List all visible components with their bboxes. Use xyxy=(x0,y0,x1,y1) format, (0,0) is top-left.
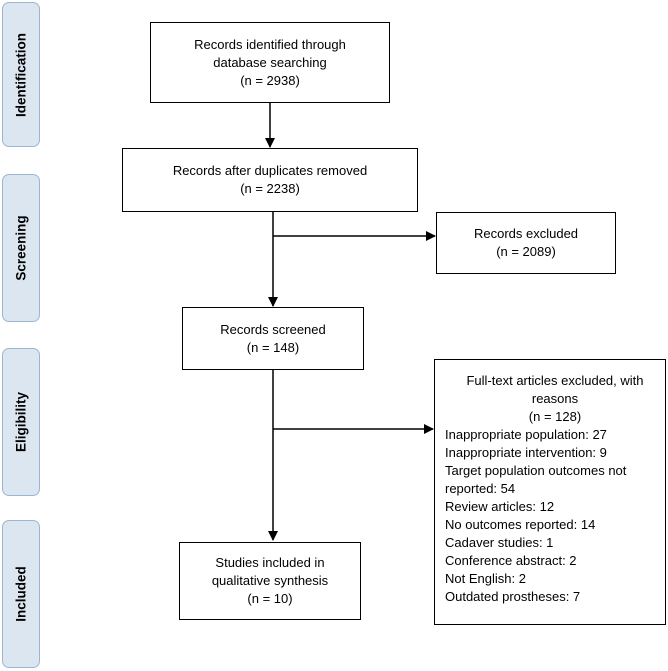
box-records-excluded: Records excluded (n = 2089) xyxy=(436,212,616,274)
reason-item: Target population outcomes not xyxy=(445,463,627,478)
fulltext-line2: reasons xyxy=(531,391,579,406)
phase-eligibility: Eligibility xyxy=(2,348,40,496)
included-count: (n = 10) xyxy=(247,591,293,606)
included-line2: qualitative synthesis xyxy=(211,573,329,588)
excluded-count: (n = 2089) xyxy=(496,244,556,259)
box-records-identified: Records identified through database sear… xyxy=(150,22,390,103)
duplicates-count: (n = 2238) xyxy=(240,181,300,196)
excluded-line1: Records excluded xyxy=(473,226,579,241)
reason-item: Outdated prostheses: 7 xyxy=(445,589,581,604)
identified-count: (n = 2938) xyxy=(240,72,300,88)
phase-included: Included xyxy=(2,520,40,668)
reason-item: Cadaver studies: 1 xyxy=(445,535,554,550)
box-studies-included: Studies included in qualitative synthesi… xyxy=(179,542,361,620)
screened-line1: Records screened xyxy=(220,321,326,337)
phase-screening: Screening xyxy=(2,174,40,322)
box-records-screened: Records screened (n = 148) xyxy=(182,307,364,370)
fulltext-count: (n = 128) xyxy=(528,409,582,424)
duplicates-line1: Records after duplicates removed xyxy=(172,163,368,178)
phase-identification: Identification xyxy=(2,2,40,147)
screened-count: (n = 148) xyxy=(246,339,300,355)
reason-item: Review articles: 12 xyxy=(445,499,555,514)
reason-item: Inappropriate population: 27 xyxy=(445,427,607,442)
identified-line2: database searching xyxy=(213,54,327,70)
reason-item: Conference abstract: 2 xyxy=(445,553,577,568)
box-duplicates-removed: Records after duplicates removed (n = 22… xyxy=(122,148,418,212)
box-fulltext-excluded: Full-text articles excluded, with reason… xyxy=(434,359,666,625)
reason-item: Inappropriate intervention: 9 xyxy=(445,445,607,460)
included-line1: Studies included in xyxy=(215,555,325,570)
reason-item: No outcomes reported: 14 xyxy=(445,517,596,532)
fulltext-line1: Full-text articles excluded, with xyxy=(466,373,644,388)
identified-line1: Records identified through xyxy=(194,36,346,52)
reason-item: Not English: 2 xyxy=(445,571,526,586)
reason-item: reported: 54 xyxy=(445,481,516,496)
